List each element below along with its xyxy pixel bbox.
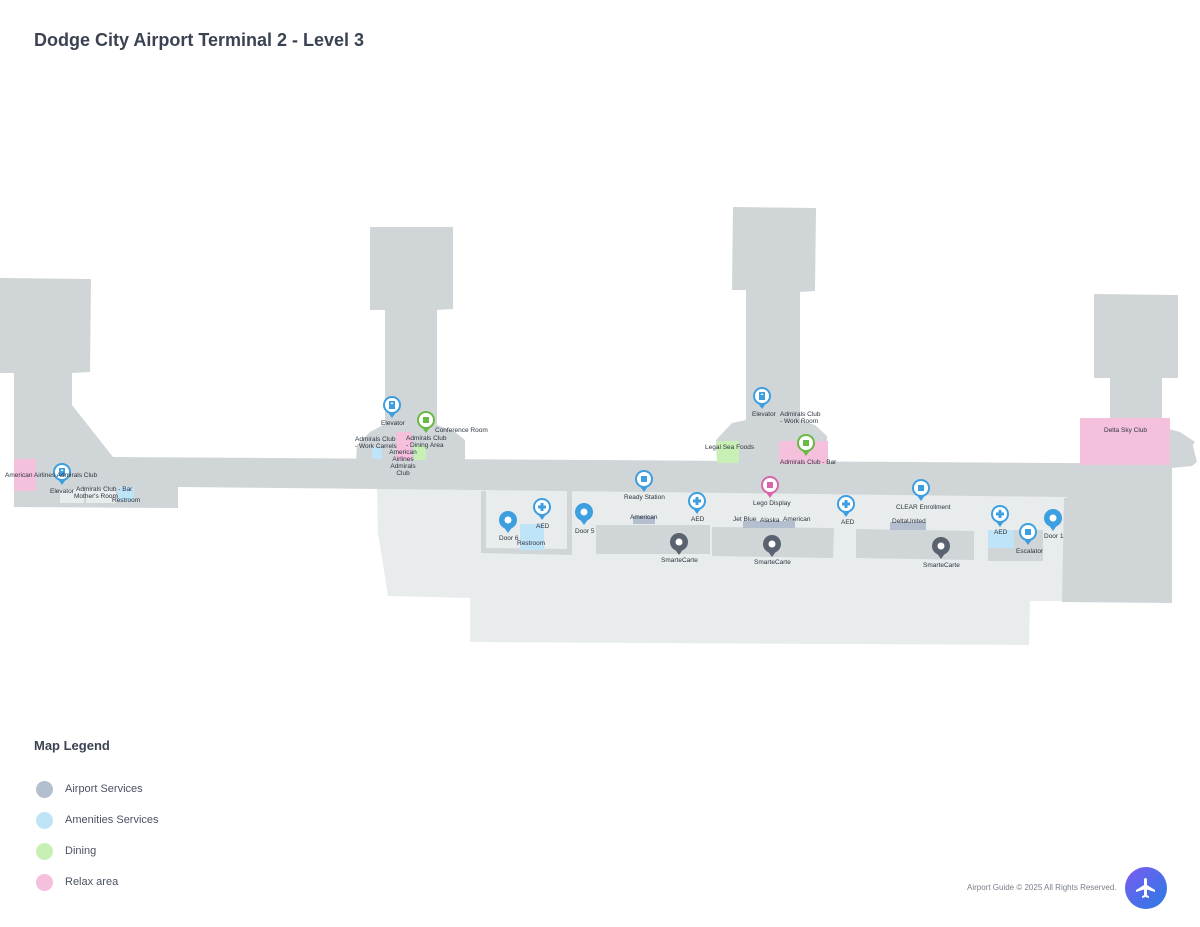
legend-item-amenities-services: Amenities Services: [36, 811, 159, 829]
legend-swatch: [36, 780, 53, 798]
legend-swatch: [36, 873, 53, 891]
door-pin-icon[interactable]: [1044, 509, 1062, 531]
label-united: United: [907, 518, 926, 525]
legend-item-relax-area: Relax area: [36, 873, 118, 891]
legend-label: Dining: [65, 845, 97, 857]
legend-item-dining: Dining: [36, 842, 96, 860]
label-door-1: Door 1: [1044, 533, 1064, 540]
label-work-carrels: Admirals Club - Work Carrels: [355, 436, 397, 450]
label-aed: AED: [994, 529, 1008, 536]
label-clear-enrollment: CLEAR Enrollment: [896, 504, 951, 511]
label-smartecarte: SmarteCarte: [923, 562, 960, 569]
label-dining-area: Admirals Club - Dining Area: [406, 435, 447, 449]
escalator-pin-icon[interactable]: [1019, 523, 1037, 545]
lego-pin-icon[interactable]: [761, 476, 779, 498]
door-pin-icon[interactable]: [932, 537, 950, 559]
label-aed: AED: [841, 519, 855, 526]
legend-title: Map Legend: [34, 738, 110, 753]
aed-pin-icon[interactable]: [991, 505, 1009, 527]
label-door-6: Door 6: [499, 535, 519, 542]
legend-swatch: [36, 811, 53, 829]
label-restroom: Restroom: [112, 497, 141, 504]
airport-guide-button[interactable]: [1125, 867, 1167, 909]
legend-item-airport-services: Airport Services: [36, 780, 143, 798]
elevator-pin-icon[interactable]: [753, 387, 771, 409]
label-jet-blue: Jet Blue: [733, 516, 757, 523]
legend-label: Amenities Services: [65, 814, 159, 826]
elevator-pin-icon[interactable]: [383, 396, 401, 418]
aed-pin-icon[interactable]: [533, 498, 551, 520]
service-pin-icon[interactable]: [912, 479, 930, 501]
page-title: Dodge City Airport Terminal 2 - Level 3: [34, 30, 365, 50]
label-smartecarte: SmarteCarte: [661, 557, 698, 564]
label-lego-display: Lego Display: [753, 500, 791, 507]
label-restroom: Restroom: [517, 540, 546, 547]
label-alaska: Alaska: [760, 517, 780, 524]
label-conference-room: Conference Room: [435, 427, 488, 434]
label-american-airlines-admirals-club: American Airlines Admirals Club: [389, 449, 417, 477]
label-ready-station: Ready Station: [624, 494, 665, 501]
legend-label: Relax area: [65, 876, 119, 888]
label-door-5: Door 5: [575, 528, 595, 535]
dining-pin-icon[interactable]: [417, 411, 435, 433]
legend-label: Airport Services: [65, 783, 143, 795]
label-elevator: Elevator: [381, 420, 405, 427]
lower-concourse: [377, 487, 1065, 645]
label-mothers-room: Mother's Room: [74, 493, 118, 500]
aed-pin-icon[interactable]: [688, 492, 706, 514]
label-aed: AED: [536, 523, 550, 530]
label-legal-sea-foods: Legal Sea Foods: [705, 444, 755, 451]
label-american-airlines-admirals-club: American Airlines Admirals Club: [5, 472, 98, 479]
label-admirals-club-bar: Admirals Club - Bar: [780, 459, 837, 466]
main-walkway: [0, 207, 1197, 603]
label-smartecarte: SmarteCarte: [754, 559, 791, 566]
label-aed: AED: [691, 516, 705, 523]
label-american: American: [630, 514, 658, 521]
label-work-room: Admirals Club - Work Room: [780, 411, 821, 425]
label-delta: Delta: [892, 518, 908, 525]
door-pin-icon[interactable]: [763, 535, 781, 557]
label-american: American: [783, 516, 811, 523]
service-pin-icon[interactable]: [635, 470, 653, 492]
copyright: Airport Guide © 2025 All Rights Reserved…: [967, 883, 1117, 892]
label-delta-sky-club: Delta Sky Club: [1104, 427, 1147, 434]
legend-swatch: [36, 842, 53, 860]
label-elevator: Elevator: [50, 488, 74, 495]
label-admirals-club-bar: Admirals Club - Bar: [76, 486, 133, 493]
elevator-pin-icon[interactable]: [53, 463, 71, 485]
door-pin-icon[interactable]: [670, 533, 688, 555]
airplane-icon: [1136, 878, 1155, 898]
aed-pin-icon[interactable]: [837, 495, 855, 517]
bar-pin-icon[interactable]: [797, 434, 815, 456]
door-pin-icon[interactable]: [499, 511, 517, 533]
label-elevator: Elevator: [752, 411, 776, 418]
door-pin-icon[interactable]: [575, 503, 593, 525]
label-escalator: Escalator: [1016, 548, 1044, 555]
